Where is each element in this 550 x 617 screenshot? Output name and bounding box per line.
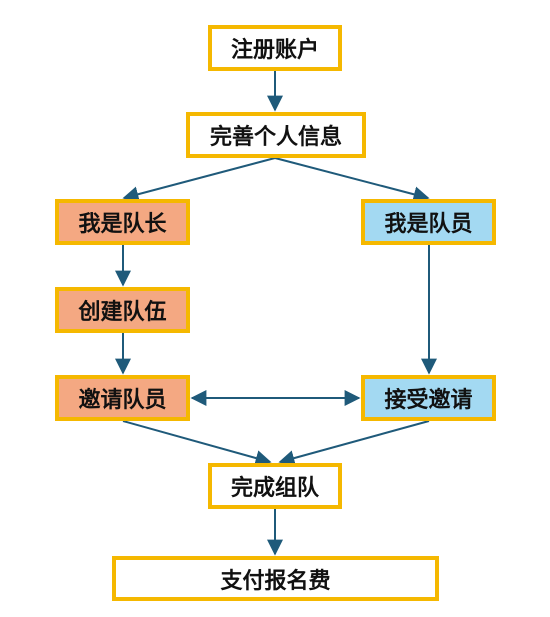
- node-label: 邀请队员: [78, 388, 167, 413]
- node-pay-registration-fee: 支付报名费: [112, 556, 439, 601]
- node-label: 完成组队: [230, 476, 319, 501]
- node-label: 我是队员: [384, 212, 473, 237]
- node-label: 注册账户: [230, 38, 319, 63]
- arrow-invite-to-done: [122, 420, 272, 466]
- node-i-am-leader: 我是队长: [55, 199, 190, 245]
- node-label: 我是队长: [78, 212, 167, 237]
- arrow-accept-to-done: [278, 420, 430, 466]
- node-label: 创建队伍: [78, 300, 167, 325]
- node-label: 完善个人信息: [209, 125, 342, 150]
- node-label: 接受邀请: [384, 388, 473, 413]
- node-i-am-member: 我是队员: [361, 199, 496, 245]
- node-team-complete: 完成组队: [208, 463, 342, 509]
- node-accept-invitation: 接受邀请: [361, 375, 496, 421]
- node-register-account: 注册账户: [208, 25, 342, 71]
- arrow-profile-to-leader: [122, 157, 276, 203]
- arrow-profile-to-member: [274, 157, 430, 203]
- node-invite-members: 邀请队员: [55, 375, 190, 421]
- node-complete-profile: 完善个人信息: [186, 112, 366, 158]
- node-create-team: 创建队伍: [55, 287, 190, 333]
- node-label: 支付报名费: [220, 568, 331, 594]
